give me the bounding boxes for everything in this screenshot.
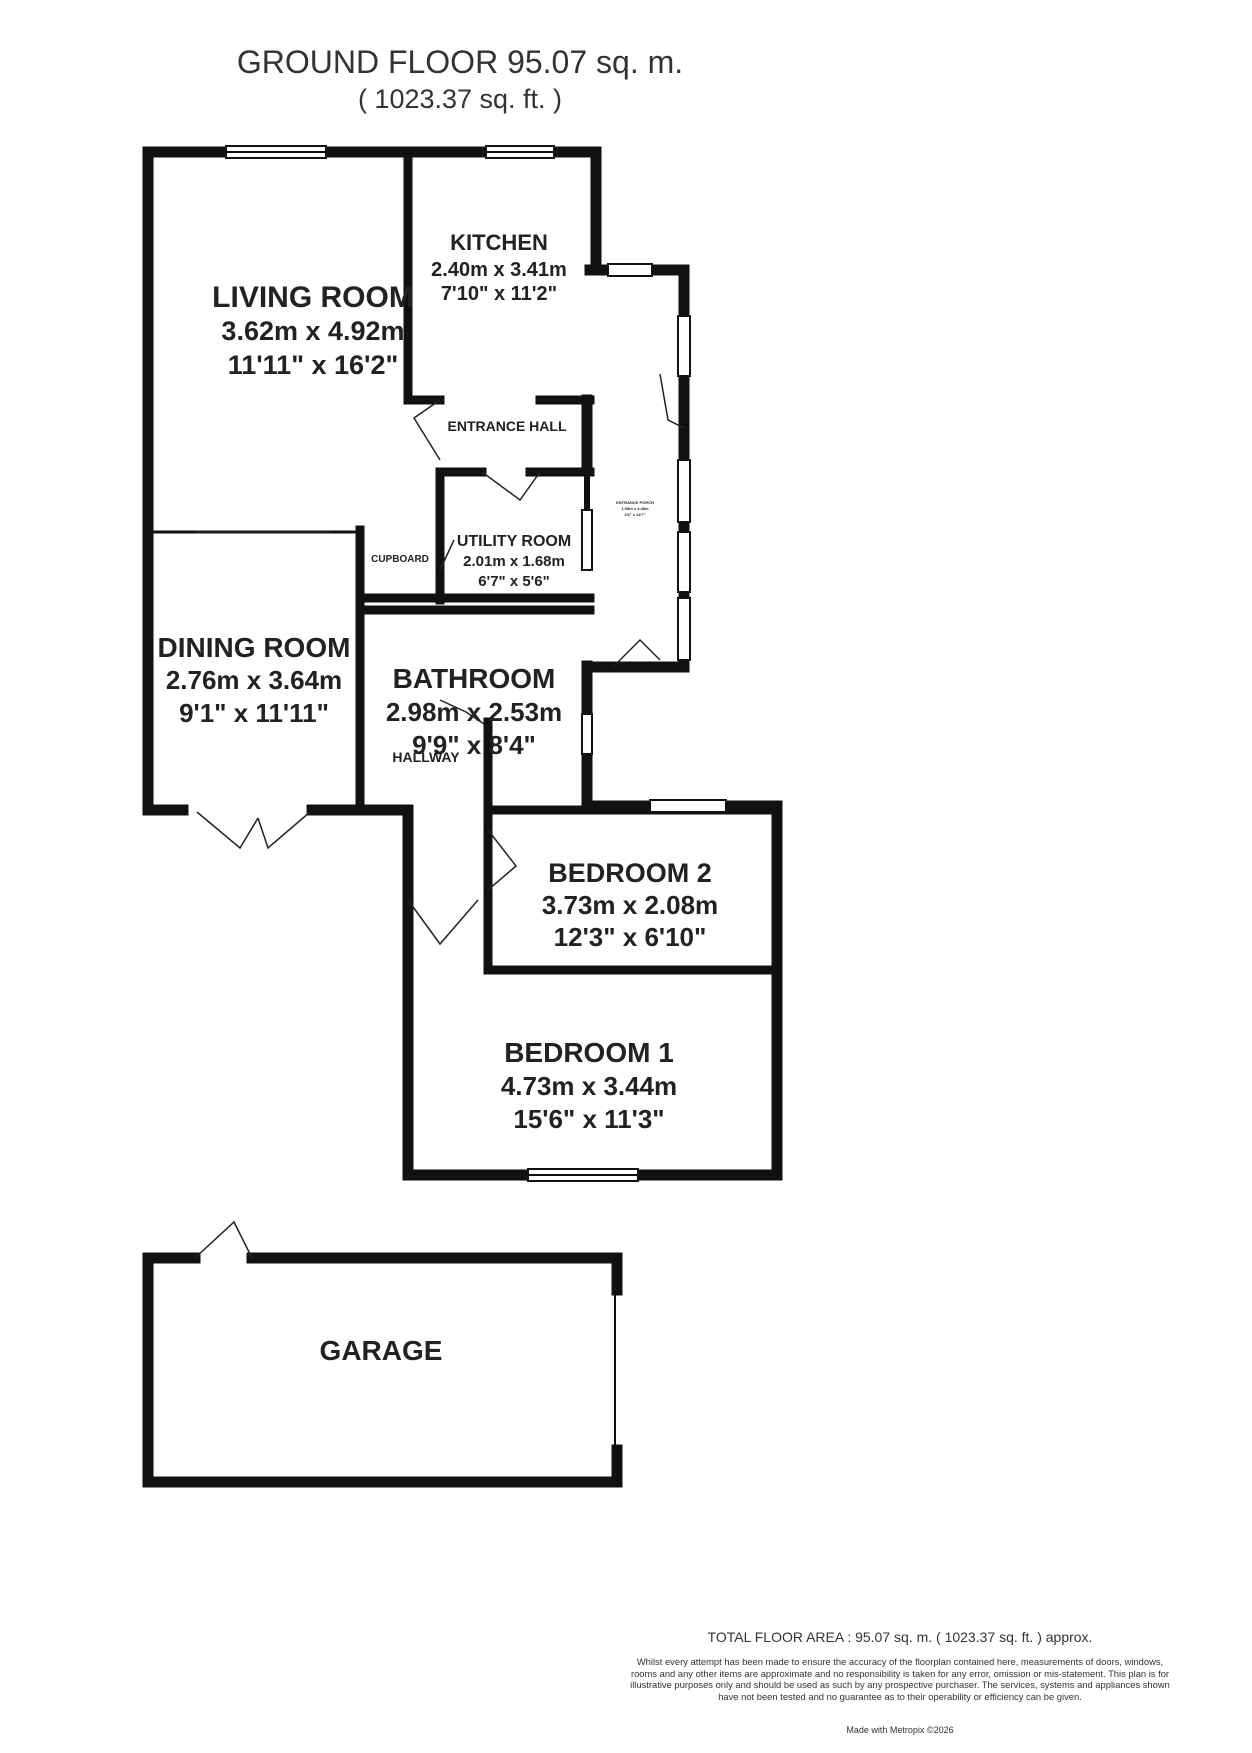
disclaimer-text: Whilst every attempt has been made to en… [630,1656,1170,1702]
living-room-imperial: 11'11" x 16'2" [228,350,399,380]
living-room-metric: 3.62m x 4.92m [221,316,404,346]
hallway-name: HALLWAY [392,749,460,765]
total-floor-area: TOTAL FLOOR AREA : 95.07 sq. m. ( 1023.3… [707,1629,1093,1645]
kitchen-imperial: 7'10" x 11'2" [441,283,557,305]
bedroom-2-imperial: 12'3" x 6'10" [554,922,707,952]
kitchen-metric: 2.40m x 3.41m [431,259,567,281]
floor-title: GROUND FLOOR 95.07 sq. m. [236,44,684,80]
entrance-porch-metric: 1.05m x 4.45m [621,506,649,511]
utility-room-imperial: 6'7" x 5'6" [478,573,549,590]
utility-room-metric: 2.01m x 1.68m [463,553,565,570]
bathroom-imperial: 9'9" x 8'4" [412,730,536,760]
dining-room-imperial: 9'1" x 11'11" [179,698,329,728]
made-with-credit: Made with Metropix ©2026 [846,1725,954,1735]
windows [225,145,727,1182]
bedroom-2-name: BEDROOM 2 [548,858,712,888]
kitchen-name: KITCHEN [450,230,548,255]
bedroom-1-metric: 4.73m x 3.44m [501,1071,677,1101]
utility-room-name: UTILITY ROOM [457,533,571,550]
bedroom-2-metric: 3.73m x 2.08m [542,890,718,920]
bathroom-metric: 2.98m x 2.53m [386,697,562,727]
doors [194,373,685,1259]
bedroom-1-imperial: 15'6" x 11'3" [513,1104,664,1134]
bathroom-name: BATHROOM [393,663,556,694]
entrance-porch-name: ENTRANCE PORCH [616,500,654,505]
garage-name: GARAGE [320,1335,443,1366]
floor-subtitle: ( 1023.37 sq. ft. ) [357,84,563,114]
garage-walls [142,1252,623,1488]
cupboard-name: CUPBOARD [371,554,429,565]
bedroom-1-name: BEDROOM 1 [504,1037,674,1068]
dining-room-metric: 2.76m x 3.64m [166,665,342,695]
entrance-hall-name: ENTRANCE HALL [448,418,567,434]
dining-room-name: DINING ROOM [158,632,351,663]
entrance-porch-imperial: 3'6" x 14'7" [624,512,645,517]
living-room-name: LIVING ROOM [212,281,414,314]
